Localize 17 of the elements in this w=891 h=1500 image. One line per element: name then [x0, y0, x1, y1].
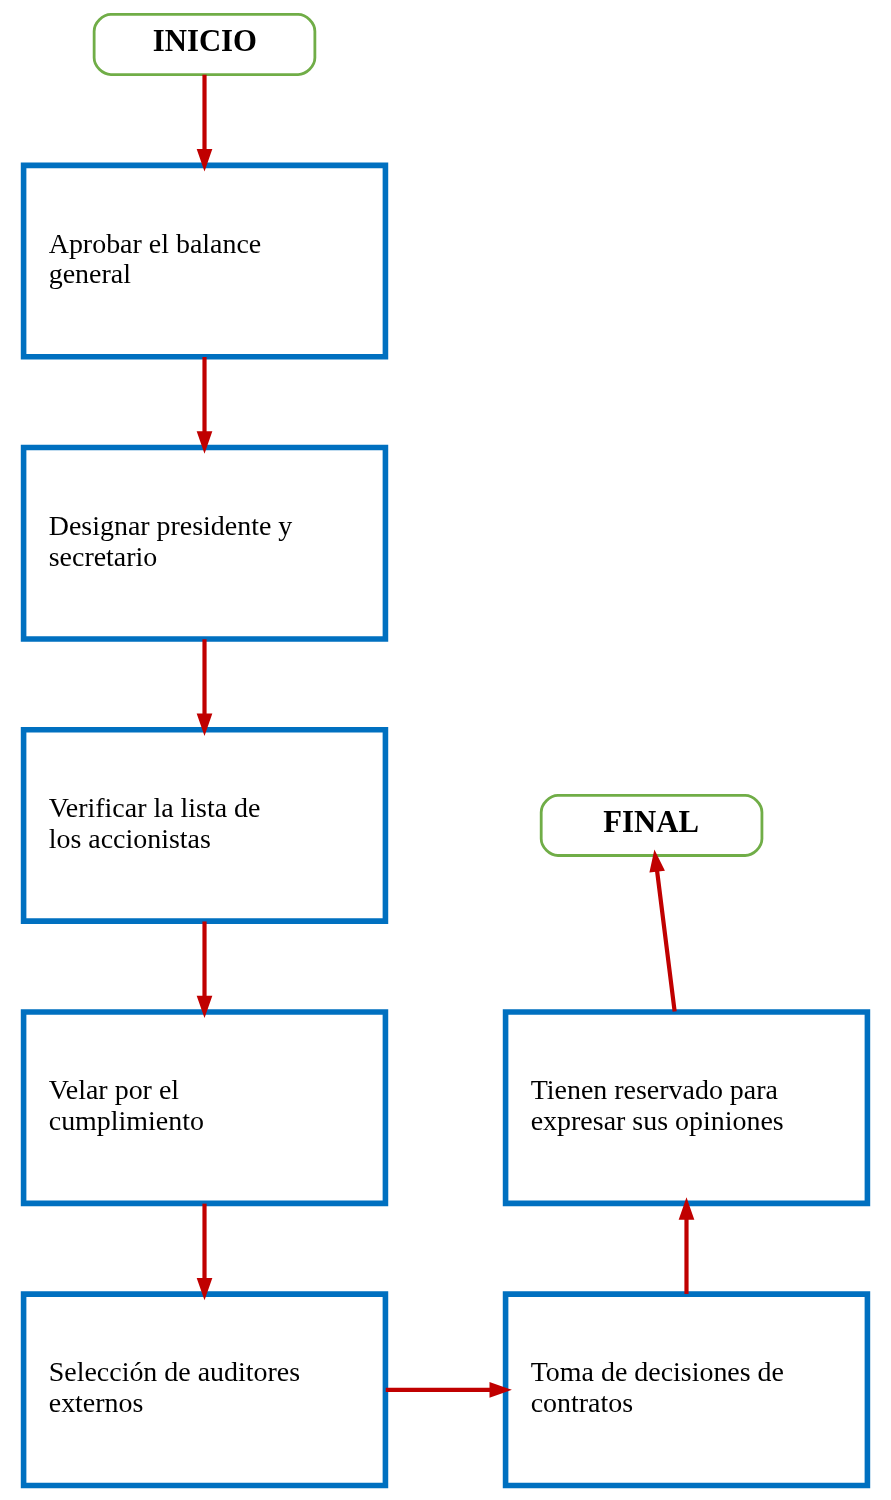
arrow	[385, 1382, 512, 1398]
arrow	[196, 1203, 213, 1301]
arrow	[196, 921, 213, 1019]
arrow	[196, 74, 213, 172]
node-box: Designar presidente y secretario	[20, 444, 389, 642]
node-box: INICIO	[92, 13, 317, 76]
node-box: Aprobar el balance general	[20, 162, 389, 360]
arrow	[649, 849, 677, 1012]
node-box: Tienen reservado para expresar sus opiniones	[502, 1009, 871, 1207]
node-box: Velar por el cumplimiento	[20, 1009, 389, 1207]
node-box: FINAL	[539, 794, 764, 857]
node-box: Verificar la lista de los accionistas	[20, 726, 389, 924]
arrow	[196, 639, 213, 736]
arrow	[678, 1197, 695, 1294]
node-box: Toma de decisiones de contratos	[502, 1291, 871, 1489]
node-box: Selección de auditores externos	[20, 1291, 389, 1489]
arrow	[196, 357, 213, 454]
